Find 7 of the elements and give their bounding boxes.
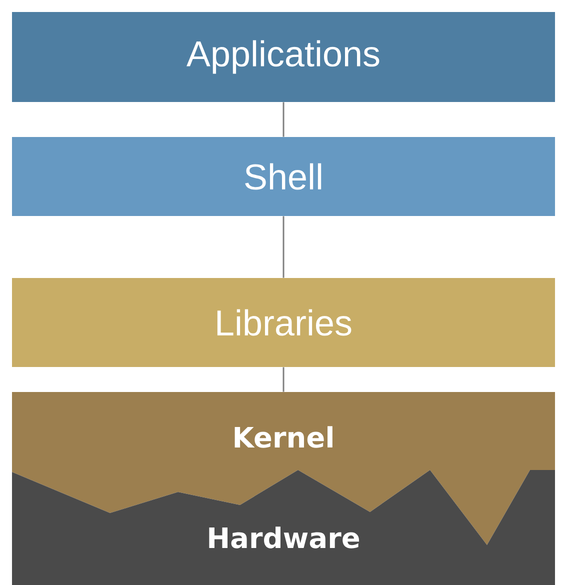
connector-line [282,216,284,278]
hardware-layer: Hardware [12,470,555,585]
connector-line [282,367,284,392]
layer-band: Applications [12,12,555,102]
layer-band: Shell [12,137,555,216]
connector-line [282,102,284,137]
layer-band: Libraries [12,278,555,367]
